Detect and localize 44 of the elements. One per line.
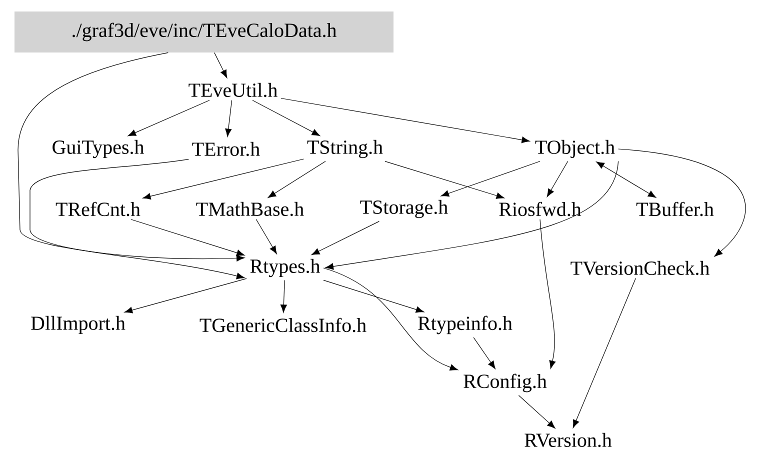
arrow: [440, 160, 540, 197]
file-label: TMathBase.h: [196, 202, 304, 216]
file-label: TString.h: [307, 140, 383, 158]
arrow: [384, 161, 504, 199]
arrow: [130, 219, 245, 256]
arrow: [280, 98, 530, 144]
file-box: ./graf3d/eve/inc/TEveCaloData.h: [14, 12, 394, 52]
file-label: Riosfwd.h: [499, 202, 582, 216]
file-label: RConfig.h: [464, 374, 547, 392]
arrow: [596, 162, 656, 198]
arrow: [225, 100, 232, 137]
arrow: [18, 52, 245, 280]
file-label: TObject.h: [535, 140, 615, 158]
arrow: [540, 219, 556, 369]
file-label: TBuffer.h: [636, 202, 714, 216]
arrow: [214, 52, 228, 78]
file-label: RVersion.h: [524, 432, 612, 448]
arrow: [618, 148, 746, 257]
arrow: [256, 218, 277, 254]
arrow: [325, 160, 619, 270]
arrow: [518, 395, 556, 429]
file-label: GuiTypes.h: [52, 140, 144, 158]
file-label: DllImport.h: [31, 316, 126, 334]
arrow: [142, 158, 304, 200]
file-label: Rtypeinfo.h: [418, 316, 512, 334]
arrow: [311, 221, 380, 256]
arrow: [252, 100, 320, 136]
arrow: [473, 337, 496, 370]
arrow: [572, 278, 636, 428]
file-label: Rtypes.h: [250, 258, 320, 278]
arrow: [268, 161, 326, 198]
arrow: [323, 268, 458, 371]
file-label: TGenericClassInfo.h: [200, 318, 366, 332]
arrow: [128, 100, 210, 136]
file-label: TError.h: [192, 142, 260, 156]
arrow: [30, 158, 245, 262]
arrow: [280, 280, 287, 313]
arrow: [124, 278, 247, 314]
arrow: [546, 160, 568, 198]
file-label: TVersionCheck.h: [570, 260, 710, 276]
file-label: TRefCnt.h: [56, 202, 140, 216]
file-label: TStorage.h: [360, 200, 448, 218]
file-label: TEveUtil.h: [188, 82, 278, 98]
arrow: [323, 280, 424, 313]
